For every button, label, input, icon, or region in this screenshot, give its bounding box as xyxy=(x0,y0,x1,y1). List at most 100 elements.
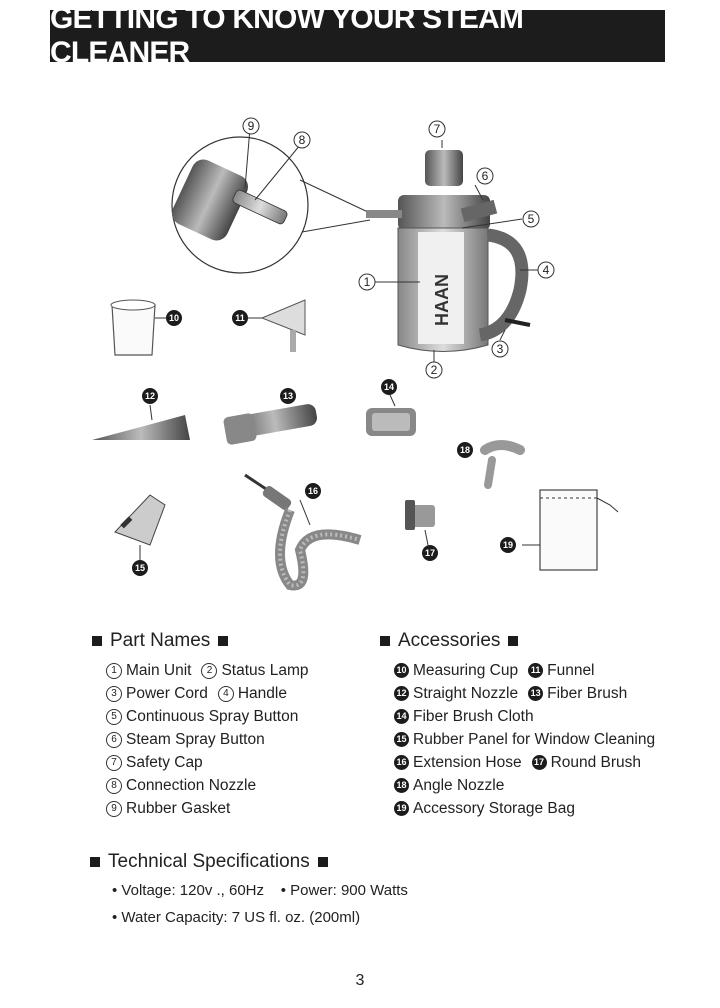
rubber-panel-drawing xyxy=(114,494,166,560)
spec-line-capacity: • Water Capacity: 7 US fl. oz. (200ml) xyxy=(112,909,361,926)
brand-logo: HAAN xyxy=(432,274,452,326)
svg-text:5: 5 xyxy=(528,212,535,226)
svg-text:4: 4 xyxy=(543,263,550,277)
svg-text:13: 13 xyxy=(283,391,293,401)
spec-line-voltage-power: • Voltage: 120v ., 60Hz • Power: 900 Wat… xyxy=(112,882,408,899)
svg-text:9: 9 xyxy=(248,119,255,133)
svg-text:12: 12 xyxy=(145,391,155,401)
funnel-drawing xyxy=(246,299,306,352)
bullet-square-icon xyxy=(317,857,328,867)
svg-text:2: 2 xyxy=(431,363,438,377)
callout-1: 1 xyxy=(358,273,376,291)
svg-text:19: 19 xyxy=(503,540,513,550)
extension-hose-drawing xyxy=(244,473,362,591)
product-illustration: HAAN xyxy=(92,117,619,591)
svg-text:7: 7 xyxy=(434,122,441,136)
callout-15: 15 xyxy=(132,560,148,576)
accessories-heading: Accessories xyxy=(380,630,519,652)
fiber-brush-cloth-drawing xyxy=(366,394,416,436)
angle-nozzle-drawing xyxy=(480,440,525,489)
callout-13: 13 xyxy=(280,388,296,404)
callout-markers-filled: 10 11 12 13 14 18 16 15 17 19 xyxy=(132,310,516,576)
callout-18: 18 xyxy=(457,442,473,458)
callout-14: 14 xyxy=(381,379,397,395)
callout-4: 4 xyxy=(537,261,555,279)
nozzle-detail-zoom xyxy=(171,127,371,274)
specs-heading: Technical Specifications xyxy=(90,851,328,873)
bullet-square-icon xyxy=(90,857,100,867)
callout-5: 5 xyxy=(522,210,540,228)
svg-text:14: 14 xyxy=(384,382,394,392)
svg-text:18: 18 xyxy=(460,445,470,455)
storage-bag-drawing xyxy=(522,489,619,571)
callout-11: 11 xyxy=(232,310,248,326)
callout-8: 8 xyxy=(293,131,311,149)
round-brush-drawing xyxy=(405,500,435,546)
callout-10: 10 xyxy=(166,310,182,326)
fiber-brush-drawing xyxy=(223,404,318,445)
svg-text:6: 6 xyxy=(482,169,489,183)
bullet-square-icon xyxy=(508,636,519,646)
page-number: 3 xyxy=(355,972,365,989)
callout-16: 16 xyxy=(305,483,321,499)
callout-6: 6 xyxy=(476,167,494,185)
callout-17: 17 xyxy=(422,545,438,561)
svg-text:10: 10 xyxy=(169,313,179,323)
measuring-cup-drawing xyxy=(110,299,168,356)
bullet-square-icon xyxy=(92,636,102,646)
svg-text:16: 16 xyxy=(308,486,318,496)
svg-text:3: 3 xyxy=(497,342,504,356)
callout-12: 12 xyxy=(142,388,158,404)
callout-markers: 9 8 7 6 5 4 1 2 3 xyxy=(242,117,555,379)
straight-nozzle-drawing xyxy=(92,404,190,440)
svg-text:15: 15 xyxy=(135,563,145,573)
main-unit-drawing: HAAN xyxy=(366,140,538,362)
page-title: GETTING TO KNOW YOUR STEAM CLEANER xyxy=(50,2,665,69)
svg-text:11: 11 xyxy=(235,313,245,323)
bullet-square-icon xyxy=(380,636,390,646)
callout-2: 2 xyxy=(425,361,443,379)
callout-7: 7 xyxy=(428,120,446,138)
svg-text:8: 8 xyxy=(299,133,306,147)
callout-3: 3 xyxy=(491,340,509,358)
svg-text:17: 17 xyxy=(425,548,435,558)
callout-9: 9 xyxy=(242,117,260,135)
part-names-heading: Part Names xyxy=(92,630,229,652)
svg-text:1: 1 xyxy=(364,275,371,289)
callout-19: 19 xyxy=(500,537,516,553)
